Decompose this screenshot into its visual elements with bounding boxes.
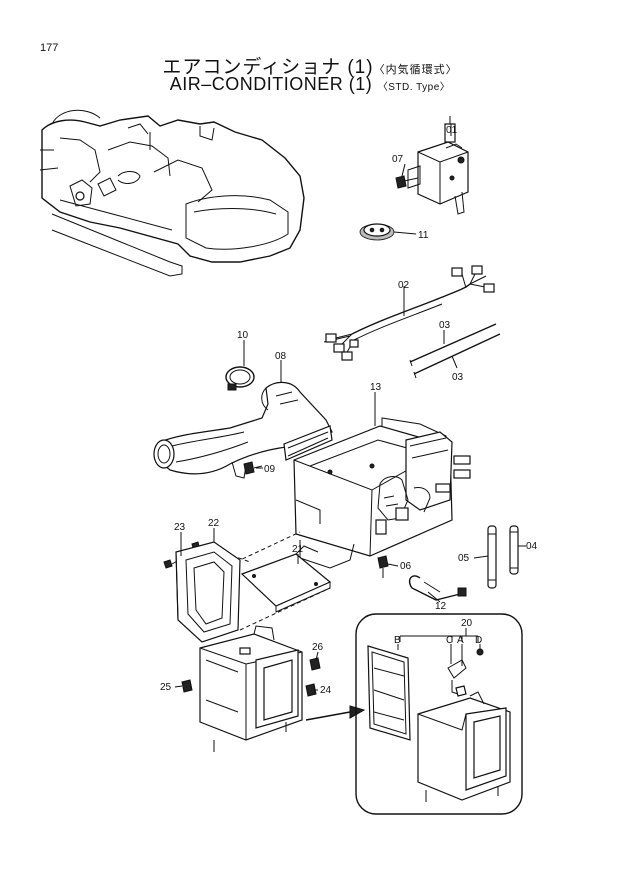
part-02-wire-harness	[323, 265, 495, 361]
part-06-bolt	[377, 555, 389, 578]
callout-04: 04	[526, 541, 538, 552]
callout-25: 25	[160, 682, 172, 693]
title-en-main: AIR–CONDITIONER (1)	[169, 74, 373, 94]
part-21-bottom-plate	[240, 545, 332, 613]
callout-20: 20	[461, 618, 473, 629]
part-25-bolt	[181, 679, 193, 693]
title-english: AIR–CONDITIONER (1) 〈STD. Type〉	[0, 74, 620, 95]
callout-labels: 01 07 11 02 03 03 10 08 13 09 23 22 21 0…	[160, 125, 538, 696]
machine-overview-illustration	[39, 109, 305, 277]
callout-05: 05	[458, 553, 470, 564]
lower-housing	[199, 625, 303, 752]
callout-07: 07	[392, 154, 404, 165]
title-jp-sub: 〈内気循環式〉	[373, 64, 458, 76]
part-03-cable-ties	[409, 323, 501, 379]
detail-arrow	[305, 705, 366, 721]
part-22-panel	[175, 541, 241, 643]
callout-10: 10	[237, 330, 249, 341]
callout-detail-d: D	[475, 635, 482, 646]
part-10-hose-clamp	[225, 366, 255, 391]
callout-02: 02	[398, 280, 410, 291]
detail-inset	[355, 613, 523, 815]
callout-detail-b: B	[394, 635, 401, 646]
part-26-bolt	[309, 657, 321, 671]
callout-03-upper: 03	[439, 320, 451, 331]
title-en-sub: 〈STD. Type〉	[377, 82, 451, 93]
part-13-ac-unit	[293, 417, 471, 569]
callout-detail-a: A	[457, 635, 464, 646]
callout-08: 08	[275, 351, 287, 362]
title-jp-main: エアコンディショナ (1)	[162, 57, 374, 78]
callout-13: 13	[370, 382, 382, 393]
callout-12: 12	[435, 601, 447, 612]
part-07-bolt	[395, 175, 419, 189]
assembly-guide-lines	[211, 531, 331, 631]
callout-23: 23	[174, 522, 186, 533]
callout-11: 11	[418, 230, 429, 241]
part-24-bolt	[305, 683, 317, 697]
page-number: 177	[40, 42, 59, 54]
callout-detail-c: C	[446, 635, 453, 646]
part-08-air-duct	[153, 381, 333, 479]
callout-01: 01	[446, 125, 458, 136]
part-11-grommet	[359, 223, 417, 241]
callout-21: 21	[292, 544, 304, 555]
title-japanese: エアコンディショナ (1)〈内気循環式〉	[0, 52, 620, 79]
callout-24: 24	[320, 685, 332, 696]
part-12-hose	[408, 575, 467, 601]
part-04-rod	[509, 525, 519, 575]
part-01-control-unit	[407, 116, 469, 215]
callout-09: 09	[264, 464, 276, 475]
callout-03-lower: 03	[452, 372, 464, 383]
callout-leaders	[174, 124, 526, 691]
callout-26: 26	[312, 642, 324, 653]
part-09-bolt	[243, 461, 263, 475]
callout-22: 22	[208, 518, 220, 529]
callout-06: 06	[400, 561, 412, 572]
part-05-rod	[487, 525, 497, 589]
